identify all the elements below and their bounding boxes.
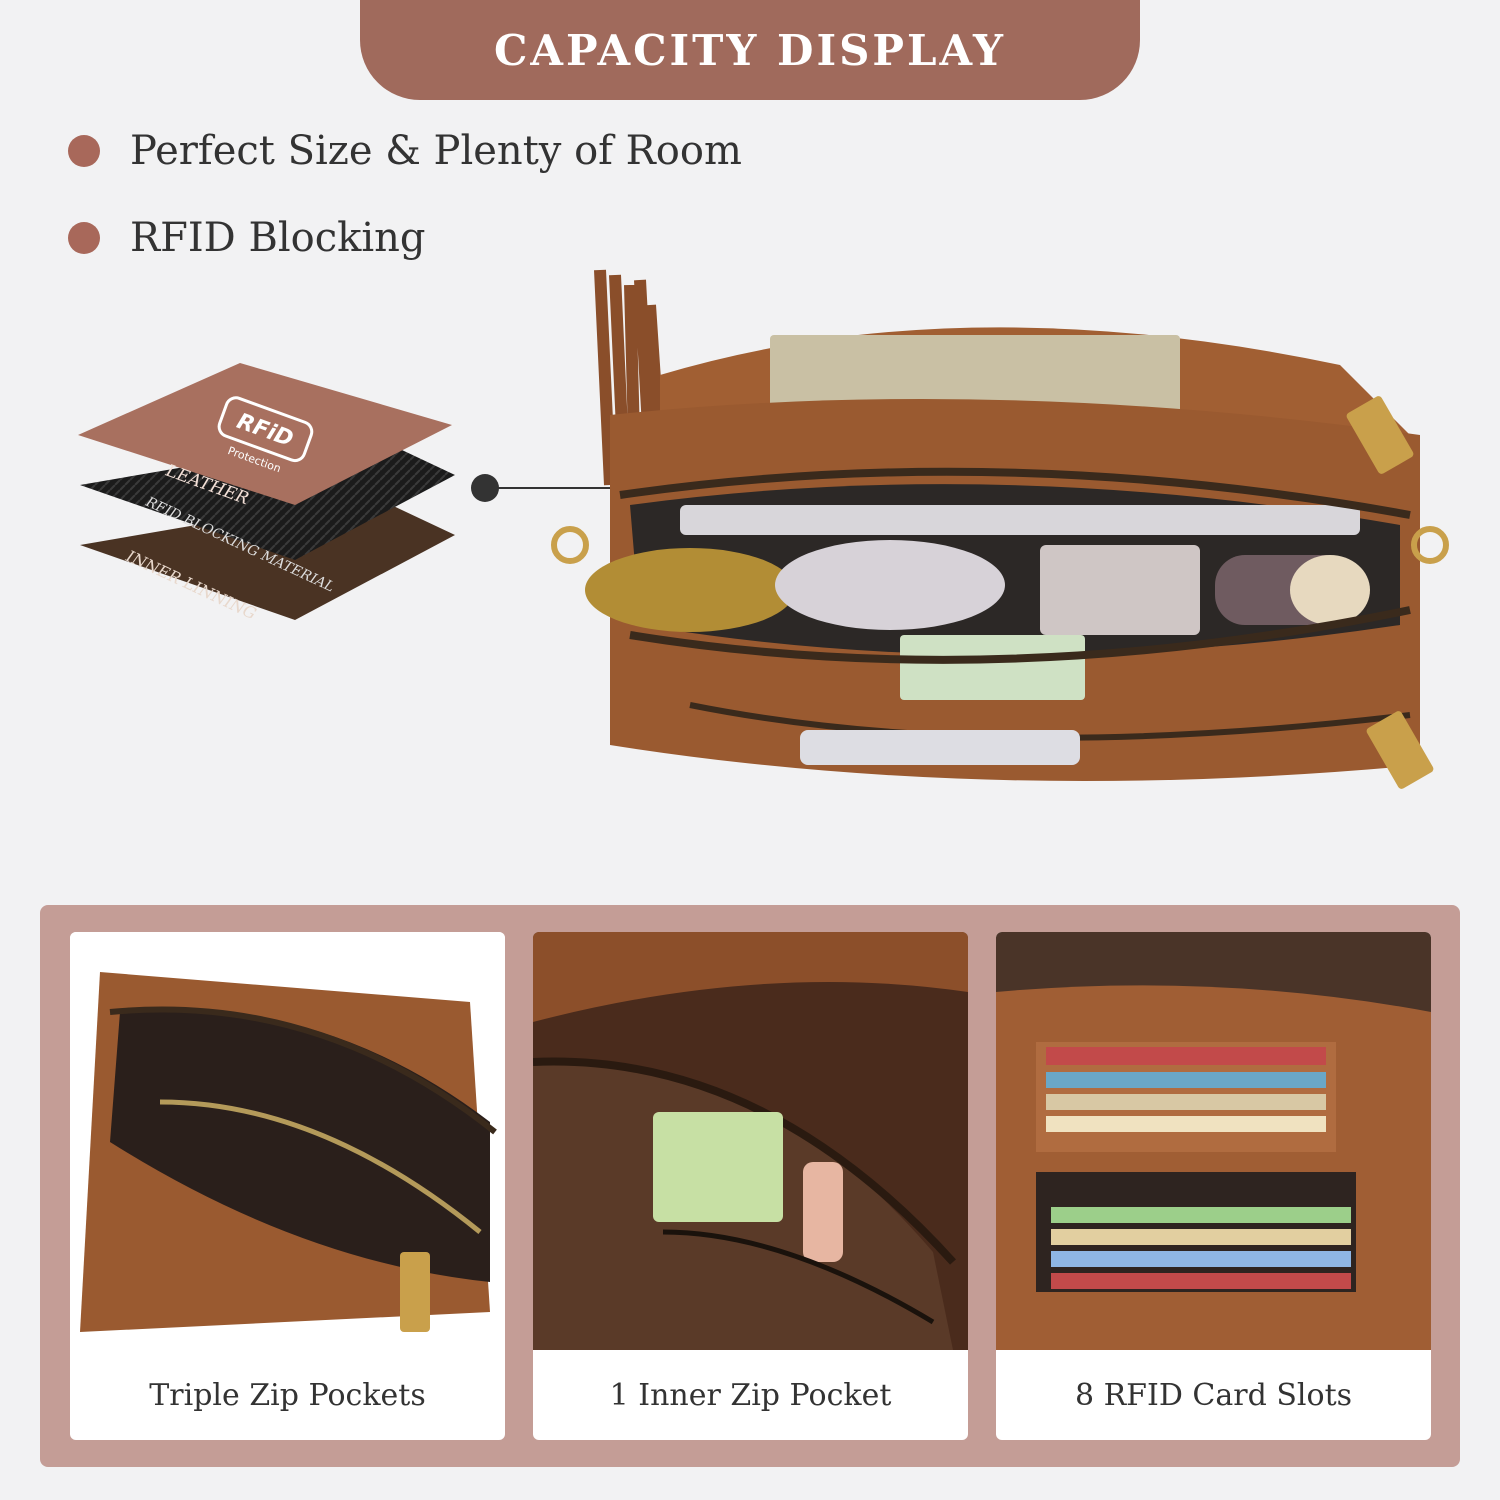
panel-triple-zip: Triple Zip Pockets	[70, 932, 505, 1440]
leather-layer	[78, 363, 452, 505]
bullet-dot-icon	[68, 135, 100, 167]
rfid-layer-diagram: RFiD Protection LEATHER RFID BLOCKING MA…	[78, 363, 455, 623]
zipper-pull-icon	[1366, 711, 1434, 789]
panel-label: 8 RFID Card Slots	[1074, 1377, 1353, 1413]
panel-photo	[70, 932, 505, 1350]
page-title: CAPACITY DISPLAY	[493, 25, 1007, 75]
bag-illustration	[551, 269, 1449, 789]
strap-ring-icon	[1411, 526, 1449, 564]
panel-inner-zip: 1 Inner Zip Pocket	[533, 932, 968, 1440]
panel-label: 1 Inner Zip Pocket	[609, 1377, 892, 1413]
feature-text: Perfect Size & Plenty of Room	[130, 128, 742, 174]
feature-item: RFID Blocking	[68, 215, 426, 261]
panel-photo	[996, 932, 1431, 1350]
strap-ring-icon	[551, 526, 589, 564]
panel-card-slots: 8 RFID Card Slots	[996, 932, 1431, 1440]
feature-item: Perfect Size & Plenty of Room	[68, 128, 742, 174]
panel-label: Triple Zip Pockets	[149, 1377, 426, 1413]
tassel-icon	[594, 269, 666, 496]
bullet-dot-icon	[68, 222, 100, 254]
inner-lining-layer	[80, 495, 455, 620]
feature-text: RFID Blocking	[130, 215, 426, 261]
zipper-pull-icon	[400, 1252, 430, 1332]
header-banner: CAPACITY DISPLAY	[360, 0, 1140, 100]
panel-photo	[533, 932, 968, 1350]
zipper-pull-icon	[1346, 396, 1414, 474]
